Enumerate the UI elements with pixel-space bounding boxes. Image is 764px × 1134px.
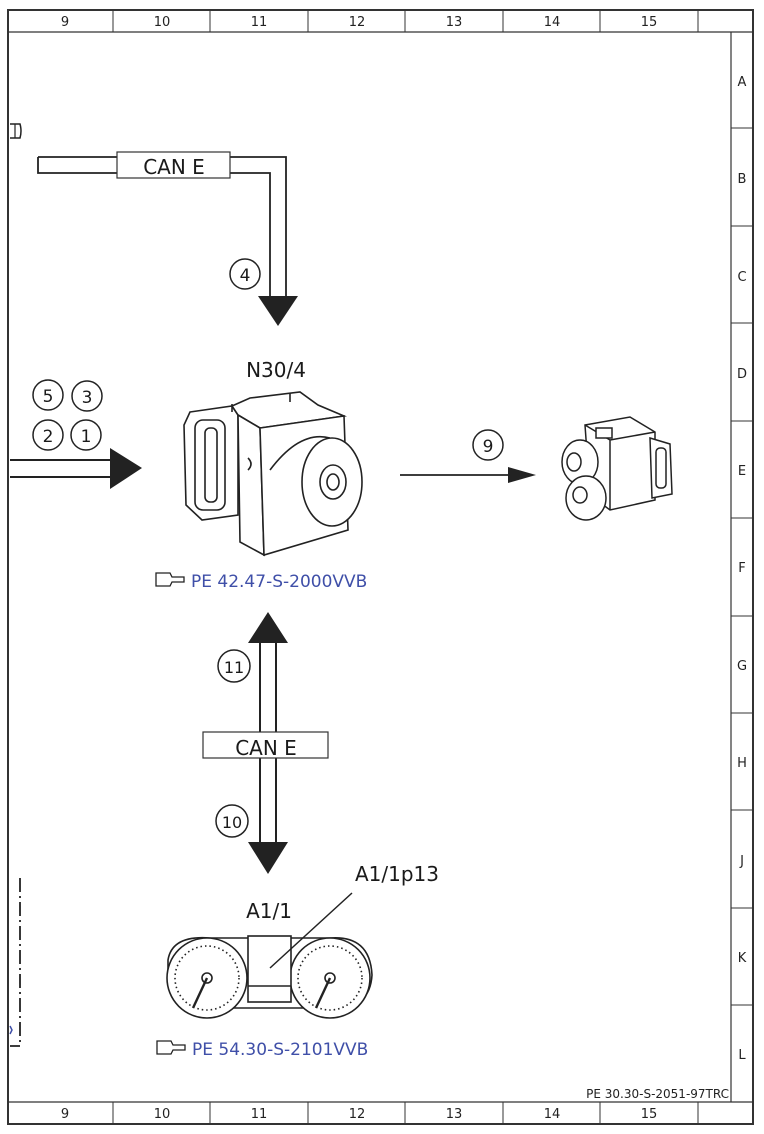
svg-text:2: 2 (43, 427, 54, 447)
drawing-frame: 9 10 11 12 13 14 15 9 10 11 12 13 14 15 … (7, 9, 754, 1125)
svg-text:PE 54.30-S-2101VVB[interactable]: PE 54.30-S-2101VVB (192, 1040, 368, 1060)
arrow-down-icon (258, 296, 298, 326)
actuator-component-icon (561, 416, 673, 521)
svg-text:10: 10 (222, 813, 242, 832)
row-label: F (738, 561, 745, 576)
cluster-name: A1/1 (246, 899, 292, 923)
row-label: L (738, 1048, 746, 1063)
arrow-right-icon (508, 467, 536, 483)
signal-marker: 3 (71, 380, 103, 412)
abs-control-unit-icon (183, 391, 363, 557)
col-label-top: 15 (641, 15, 658, 30)
row-label: H (737, 756, 747, 771)
can-bus-label: CAN E (143, 155, 205, 179)
document-id: PE 30.30-S-2051-97TRC (586, 1087, 729, 1101)
cluster-reference-link[interactable]: PE 54.30-S-2101VVB (156, 1040, 368, 1060)
abs-unit-name: N30/4 (246, 358, 306, 382)
can-bus-label: CAN E (235, 736, 297, 760)
pointing-hand-icon (155, 572, 185, 587)
col-label-bottom: 13 (446, 1107, 463, 1122)
svg-text:4: 4 (240, 266, 251, 286)
col-label-bottom: 9 (61, 1107, 69, 1122)
col-label-top: 12 (349, 15, 366, 30)
left-edge-fragments (9, 123, 22, 1047)
row-label: B (738, 172, 747, 187)
leader-line (269, 892, 353, 969)
row-label: K (738, 951, 747, 966)
arrow-down-icon (248, 842, 288, 874)
row-label: E (738, 464, 746, 479)
signal-marker: 4 (229, 258, 261, 290)
row-label: J (739, 854, 744, 869)
col-label-bottom: 11 (251, 1107, 268, 1122)
col-label-bottom: 14 (544, 1107, 561, 1122)
signal-marker: 9 (472, 429, 504, 461)
row-label: D (737, 367, 747, 382)
signal-marker: 10 (215, 804, 249, 838)
row-label: C (737, 270, 746, 285)
svg-text:11: 11 (224, 658, 244, 677)
col-label-bottom: 10 (154, 1107, 171, 1122)
abs-unit-reference-link[interactable]: PE 42.47-S-2000VVB (155, 572, 367, 592)
svg-text:PE 42.47-S-2000VVB[interactable]: PE 42.47-S-2000VVB (191, 572, 367, 592)
col-label-top: 10 (154, 15, 171, 30)
arrow-up-icon (248, 612, 288, 643)
signal-marker: 11 (217, 649, 251, 683)
signal-marker: 2 (32, 419, 64, 451)
instrument-cluster-icon (166, 935, 373, 1019)
col-label-bottom: 12 (349, 1107, 366, 1122)
svg-text:1: 1 (81, 427, 92, 447)
col-label-top: 9 (61, 15, 69, 30)
cluster-display-name: A1/1p13 (355, 862, 439, 886)
col-label-bottom: 15 (641, 1107, 658, 1122)
svg-text:9: 9 (483, 437, 494, 457)
svg-text:5: 5 (43, 387, 54, 407)
col-label-top: 14 (544, 15, 561, 30)
arrow-right-icon (110, 448, 142, 489)
signal-marker: 5 (32, 379, 64, 411)
col-label-top: 13 (446, 15, 463, 30)
pointing-hand-icon (156, 1040, 186, 1055)
row-label: A (738, 75, 747, 90)
output-signal-line (400, 467, 536, 483)
col-label-top: 11 (251, 15, 268, 30)
can-e-bus-vertical: CAN E (202, 612, 329, 874)
can-e-bus-top: CAN E (37, 151, 298, 326)
svg-text:3: 3 (82, 388, 93, 408)
signal-marker: 1 (70, 419, 102, 451)
row-label: G (737, 659, 747, 674)
input-bus-left (10, 448, 142, 489)
